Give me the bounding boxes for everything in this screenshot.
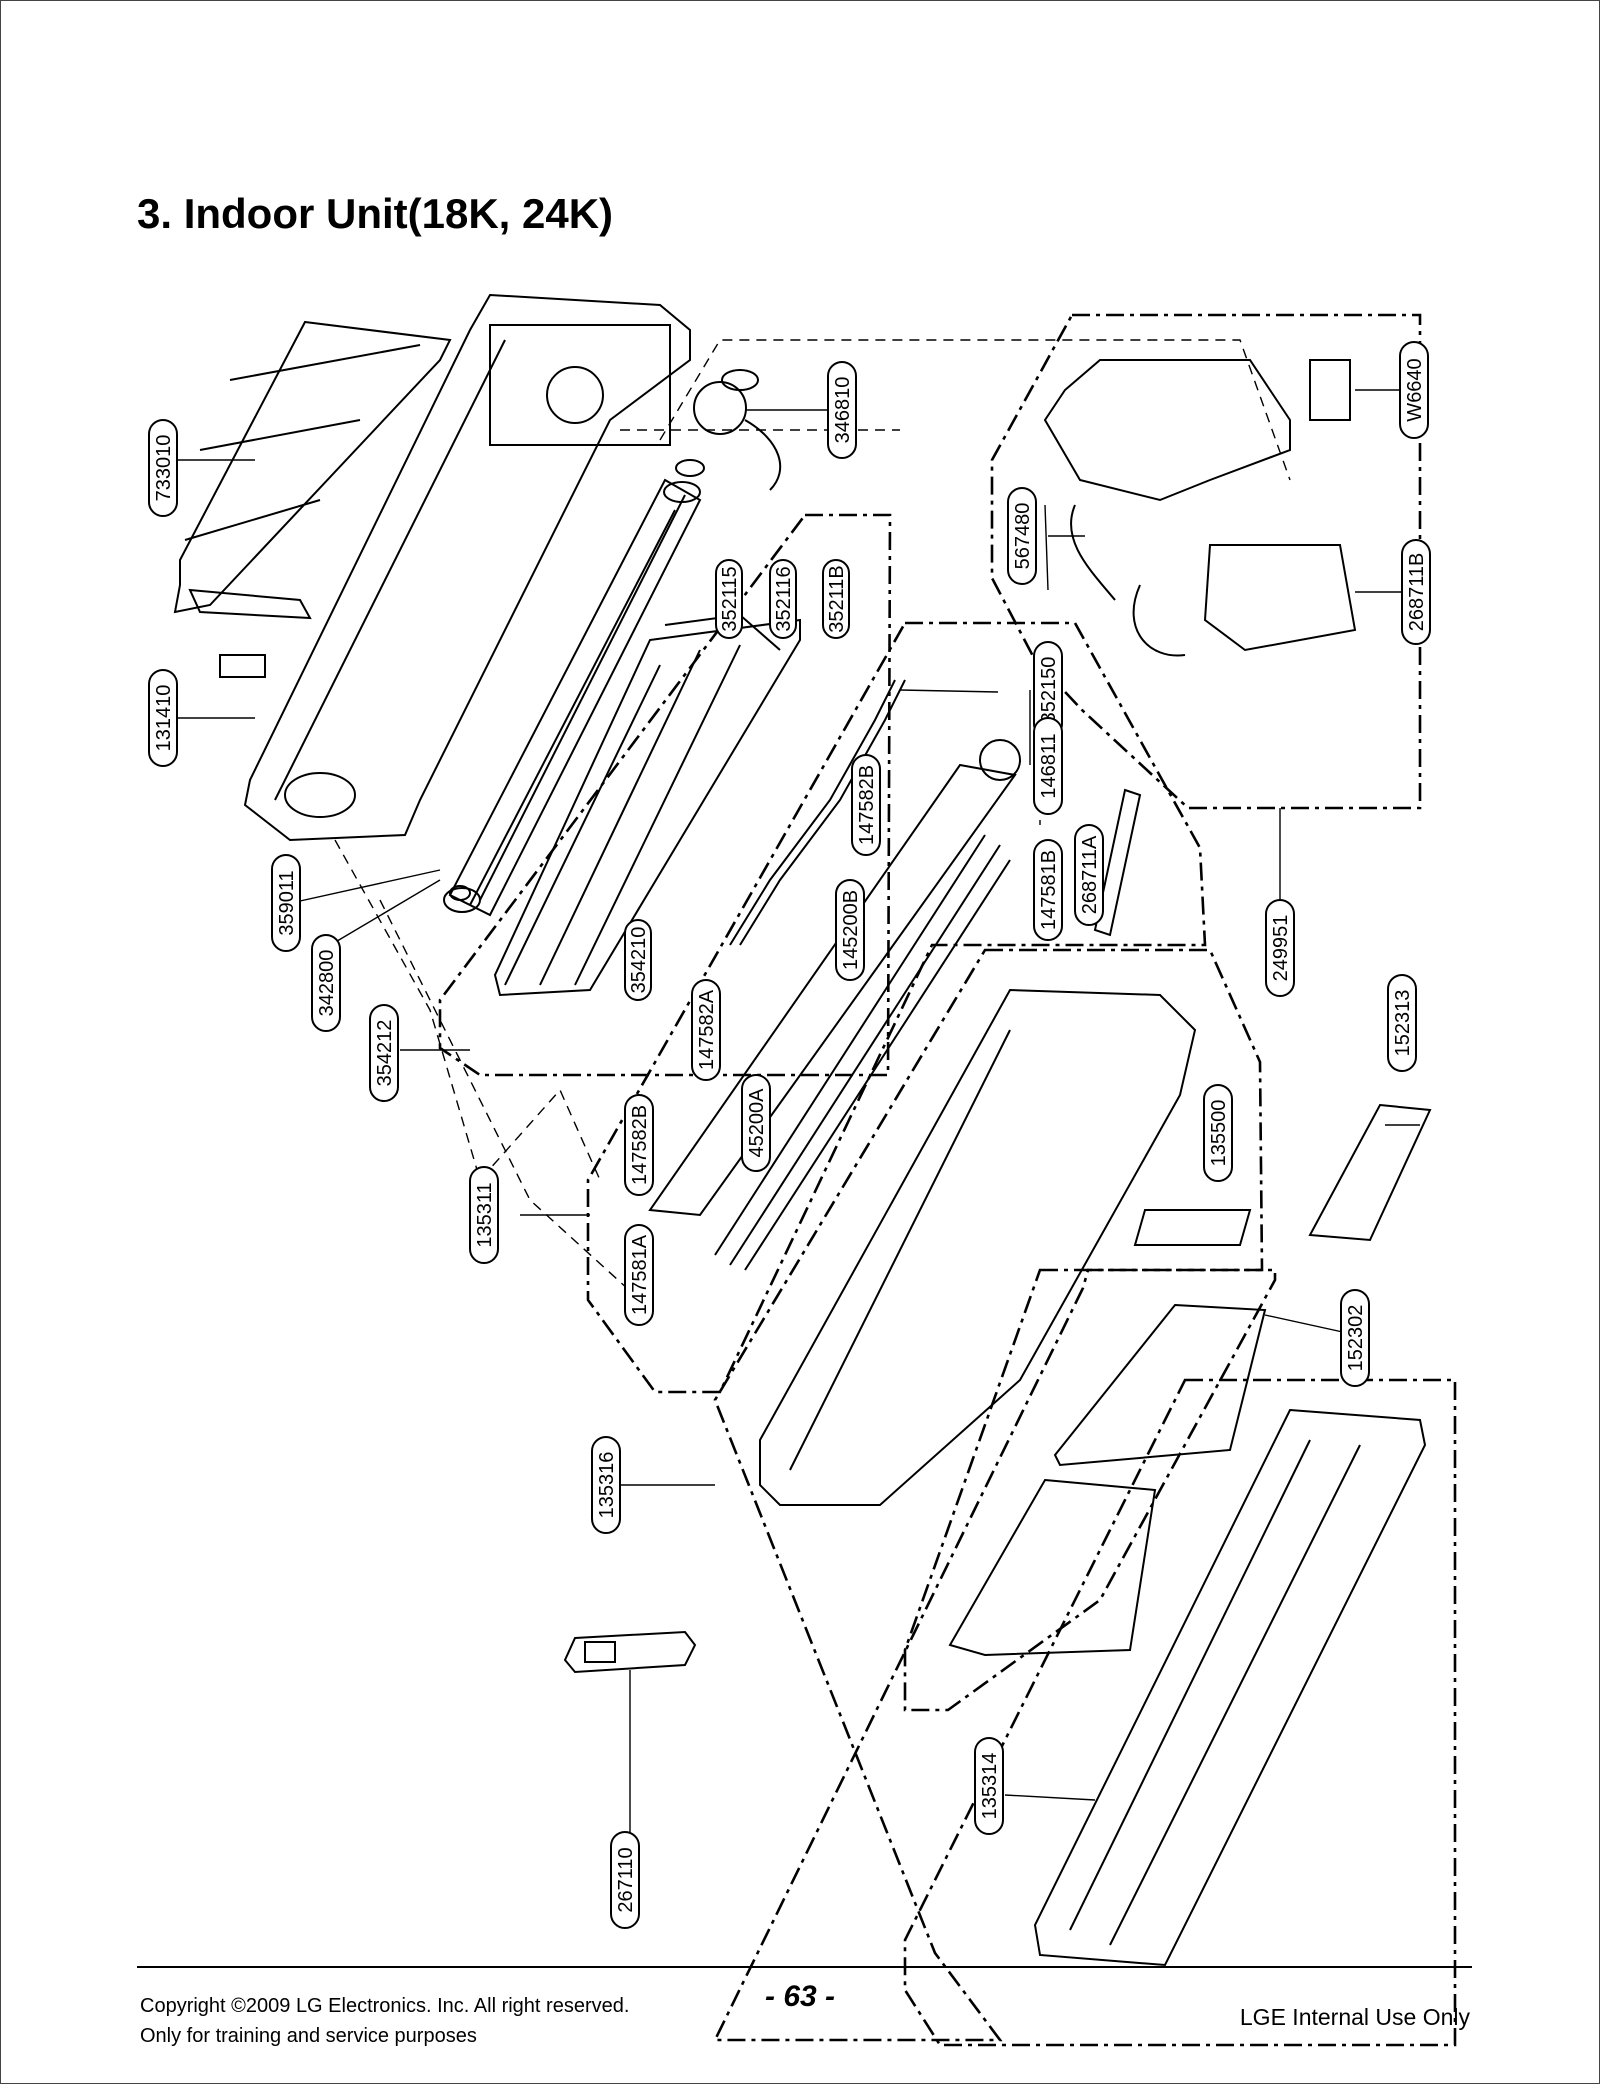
footer-divider	[137, 1966, 1472, 1968]
label-147581B: 147581B	[1038, 850, 1060, 930]
label-354212: 354212	[374, 1020, 396, 1087]
group-outline-electrical	[990, 313, 1422, 810]
label-359011: 359011	[276, 870, 298, 935]
callout-131410: 131410	[148, 669, 178, 767]
front-grille-drawing	[1033, 1408, 1427, 1967]
callout-146811: 146811	[1033, 717, 1063, 815]
label-147581A: 147581A	[629, 1234, 651, 1315]
callout-147582A: 147582A	[691, 979, 721, 1081]
label-35211B: 35211B	[826, 565, 848, 632]
evaporator-drawing	[493, 613, 801, 997]
filters-drawing	[948, 1303, 1267, 1657]
part-callouts: 733010 131410 359011 342800 354212 13531…	[148, 341, 1431, 1929]
callout-354210: 354210	[624, 919, 652, 1001]
cross-flow-fan-drawing	[443, 478, 702, 917]
group-outline-filter	[903, 1268, 1277, 1712]
label-152302: 152302	[1345, 1305, 1367, 1372]
callout-147582B-low: 147582B	[624, 1094, 654, 1196]
label-352116: 352116	[773, 566, 795, 631]
label-249951: 249951	[1270, 915, 1292, 982]
group-outline-grille	[903, 1378, 1457, 2047]
callout-152313: 152313	[1387, 974, 1417, 1072]
callout-352150: 352150	[1033, 641, 1063, 739]
front-frame-drawing	[759, 988, 1432, 1506]
page-title: 3. Indoor Unit(18K, 24K)	[137, 190, 614, 237]
callout-147581A: 147581A	[624, 1224, 654, 1326]
label-145200B: 145200B	[840, 890, 862, 970]
callout-359011: 359011	[271, 854, 301, 952]
chassis-drawing	[243, 293, 691, 842]
label-45200A: 45200A	[746, 1088, 768, 1158]
group-outline-front	[712, 948, 1264, 2042]
label-733010: 733010	[153, 435, 175, 502]
callout-268711A: 268711A	[1074, 824, 1104, 926]
callout-35211B: 35211B	[822, 559, 850, 639]
callout-346810: 346810	[827, 361, 857, 459]
remote-control-drawing	[563, 1630, 697, 1674]
label-135314: 135314	[979, 1753, 1001, 1820]
group-outline-evaporator	[438, 513, 892, 1077]
group-outlines	[438, 313, 1457, 2047]
label-567480: 567480	[1012, 503, 1034, 570]
label-135316: 135316	[596, 1452, 618, 1519]
copyright-line: Copyright ©2009 LG Electronics. Inc. All…	[140, 1995, 630, 2017]
label-W6640: W6640	[1404, 358, 1426, 421]
label-135500: 135500	[1208, 1100, 1230, 1167]
label-268711A: 268711A	[1079, 835, 1101, 914]
label-354210: 354210	[628, 927, 650, 994]
callout-147581B: 147581B	[1033, 839, 1063, 941]
callout-354212: 354212	[369, 1004, 399, 1102]
callout-249951: 249951	[1265, 899, 1295, 997]
label-267110: 267110	[615, 1847, 637, 1912]
callout-567480: 567480	[1007, 487, 1037, 585]
callout-145200B: 145200B	[835, 879, 865, 981]
label-268711B: 268711B	[1406, 553, 1428, 632]
callout-352116: 352116	[769, 559, 797, 639]
callout-W6640: W6640	[1399, 341, 1429, 439]
label-147582B-top: 147582B	[856, 765, 878, 845]
label-131410: 131410	[153, 685, 175, 752]
internal-use-notice: LGE Internal Use Only	[1239, 2004, 1470, 2030]
label-342800: 342800	[316, 950, 338, 1017]
callout-45200A: 45200A	[741, 1074, 771, 1172]
label-147582A: 147582A	[696, 989, 718, 1070]
callout-733010: 733010	[148, 419, 178, 517]
label-352150: 352150	[1038, 657, 1060, 724]
callout-342800: 342800	[311, 934, 341, 1032]
callout-135311: 135311	[469, 1166, 499, 1264]
callout-135316: 135316	[591, 1436, 621, 1534]
back-plate-drawing	[173, 320, 452, 678]
label-352115: 352115	[719, 566, 741, 631]
callout-352115: 352115	[715, 559, 743, 639]
training-notice: Only for training and service purposes	[140, 2025, 477, 2047]
page-number: - 63 -	[765, 1980, 836, 2013]
group-outline-vane	[586, 621, 1207, 1394]
callout-135314: 135314	[974, 1737, 1004, 1835]
drain-hose-drawing	[729, 679, 906, 946]
callout-152302: 152302	[1340, 1289, 1370, 1387]
label-146811: 146811	[1038, 733, 1060, 798]
label-346810: 346810	[832, 377, 854, 444]
label-152313: 152313	[1392, 990, 1414, 1057]
callout-267110: 267110	[610, 1831, 640, 1929]
callout-147582B-top: 147582B	[851, 754, 881, 856]
callout-135500: 135500	[1203, 1084, 1233, 1182]
label-147582B-low: 147582B	[629, 1105, 651, 1185]
vane-assembly-drawing	[648, 739, 1142, 1271]
copyright-block: Copyright ©2009 LG Electronics. Inc. All…	[140, 1991, 629, 2051]
control-box-drawing	[1043, 359, 1357, 657]
callout-268711B: 268711B	[1401, 539, 1431, 645]
label-135311: 135311	[474, 1182, 496, 1247]
fan-motor-drawing	[675, 369, 782, 491]
